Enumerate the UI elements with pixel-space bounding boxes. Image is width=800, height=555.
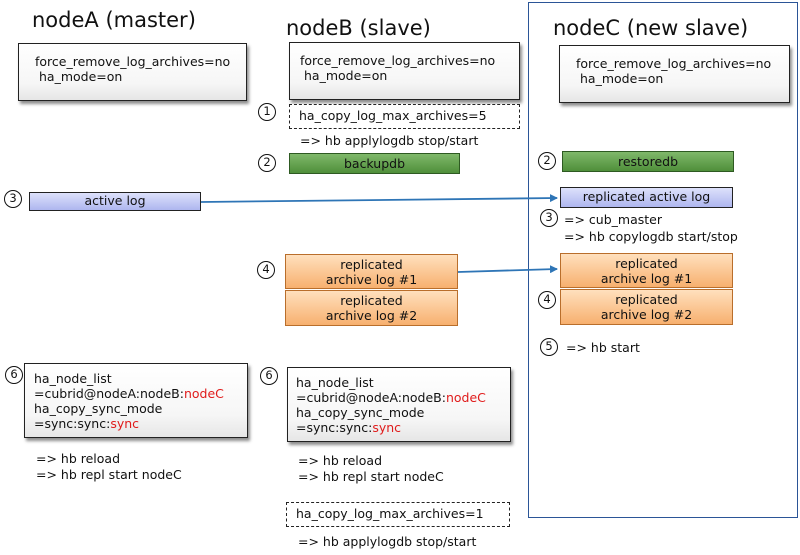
step-2-badge-nodeC: 2	[538, 152, 556, 170]
ha-node-list-value: =cubrid@nodeA:nodeB:nodeC	[34, 386, 247, 401]
cub-master-cmd: => cub_master	[564, 212, 662, 227]
nodeB-repl-start-cmd: => hb repl start nodeC	[298, 469, 444, 484]
nodeA-repl-start-cmd: => hb repl start nodeC	[36, 467, 182, 482]
nodeB-archive-log-1: replicated archive log #1	[285, 254, 458, 289]
nodeC-config-box: force_remove_log_archives=no ha_mode=on	[559, 45, 790, 103]
archive-1-line-2: archive log #1	[600, 271, 693, 286]
nodeB-archive-log-2: replicated archive log #2	[285, 290, 458, 326]
nodeB-max-archives-1: ha_copy_log_max_archives=1	[286, 502, 510, 527]
config-line-2: ha_mode=on	[580, 71, 664, 86]
nodeB-ha-config-box: ha_node_list =cubrid@nodeA:nodeB:nodeC h…	[287, 367, 511, 442]
config-line-1: force_remove_log_archives=no	[35, 54, 231, 69]
nodeA-ha-config-box: ha_node_list =cubrid@nodeA:nodeB:nodeC h…	[24, 363, 248, 438]
ha-copy-sync-key: ha_copy_sync_mode	[34, 401, 163, 416]
backupdb-box: backupdb	[289, 153, 460, 174]
archive-1-line-1: replicated	[340, 257, 403, 272]
ha-copy-sync-key: ha_copy_sync_mode	[296, 405, 425, 420]
step-5-badge: 5	[540, 338, 558, 356]
step-4-badge: 4	[257, 261, 275, 279]
nodeA-config-box: force_remove_log_archives=no ha_mode=on	[18, 43, 247, 101]
hb-start-cmd: => hb start	[566, 340, 640, 355]
nodeC-heading: nodeC (new slave)	[553, 16, 749, 40]
nodeC-archive-log-1: replicated archive log #1	[560, 253, 733, 288]
ha-node-list-nodeC: nodeC	[445, 390, 486, 405]
ha-node-list-nodeC: nodeC	[183, 386, 224, 401]
ha-copy-sync-red: sync	[372, 420, 402, 435]
archive-2-line-1: replicated	[615, 292, 678, 307]
copylogdb-cmd: => hb copylogdb start/stop	[564, 229, 738, 244]
nodec-frame	[528, 2, 798, 518]
ha-copy-sync-value: =sync:sync:sync	[34, 416, 247, 431]
ha-copy-sync-prefix: =sync:sync:	[34, 416, 111, 431]
archive-log-arrow	[457, 265, 558, 274]
ha-node-list-key: ha_node_list	[34, 371, 112, 386]
archive-2-line-1: replicated	[340, 293, 403, 308]
archive-1-line-1: replicated	[615, 256, 678, 271]
nodeB-heading: nodeB (slave)	[286, 16, 431, 40]
archive-2-line-2: archive log #2	[325, 308, 418, 323]
restoredb-box: restoredb	[562, 151, 734, 172]
step-6-badge: 6	[5, 366, 23, 384]
step-4-badge-nodeC: 4	[538, 291, 556, 309]
ha-node-list-key: ha_node_list	[296, 375, 374, 390]
nodeB-applylogdb-cmd-2: => hb applylogdb stop/start	[298, 534, 477, 549]
ha-copy-sync-prefix: =sync:sync:	[296, 420, 373, 435]
nodeA-reload-cmd: => hb reload	[36, 451, 121, 466]
ha-node-list-prefix: =cubrid@nodeA:nodeB:	[34, 386, 184, 401]
step-3-badge-nodeC: 3	[540, 209, 558, 227]
config-line-1: force_remove_log_archives=no	[300, 53, 496, 68]
config-line-1: force_remove_log_archives=no	[576, 56, 772, 71]
ha-copy-sync-value: =sync:sync:sync	[296, 420, 510, 435]
active-log-box: active log	[29, 192, 201, 211]
ha-copy-sync-red: sync	[110, 416, 140, 431]
archive-2-line-2: archive log #2	[600, 307, 693, 322]
step-1-badge: 1	[258, 103, 276, 121]
nodeB-applylogdb-cmd: => hb applylogdb stop/start	[300, 133, 479, 148]
nodeC-archive-log-2: replicated archive log #2	[560, 289, 733, 325]
ha-node-list-prefix: =cubrid@nodeA:nodeB:	[296, 390, 446, 405]
replicated-active-log-box: replicated active log	[560, 187, 733, 208]
config-line-2: ha_mode=on	[304, 68, 388, 83]
ha-node-list-value: =cubrid@nodeA:nodeB:nodeC	[296, 390, 510, 405]
active-log-arrow	[200, 194, 558, 203]
step-3-badge: 3	[4, 190, 22, 208]
step-6-badge-nodeB: 6	[260, 367, 278, 385]
step-2-badge: 2	[258, 154, 276, 172]
config-line-2: ha_mode=on	[39, 69, 123, 84]
archive-1-line-2: archive log #1	[325, 272, 418, 287]
nodeB-reload-cmd: => hb reload	[298, 453, 383, 468]
nodeB-config-box: force_remove_log_archives=no ha_mode=on	[289, 42, 520, 100]
nodeA-heading: nodeA (master)	[32, 8, 196, 32]
nodeB-max-archives-5: ha_copy_log_max_archives=5	[289, 104, 520, 129]
